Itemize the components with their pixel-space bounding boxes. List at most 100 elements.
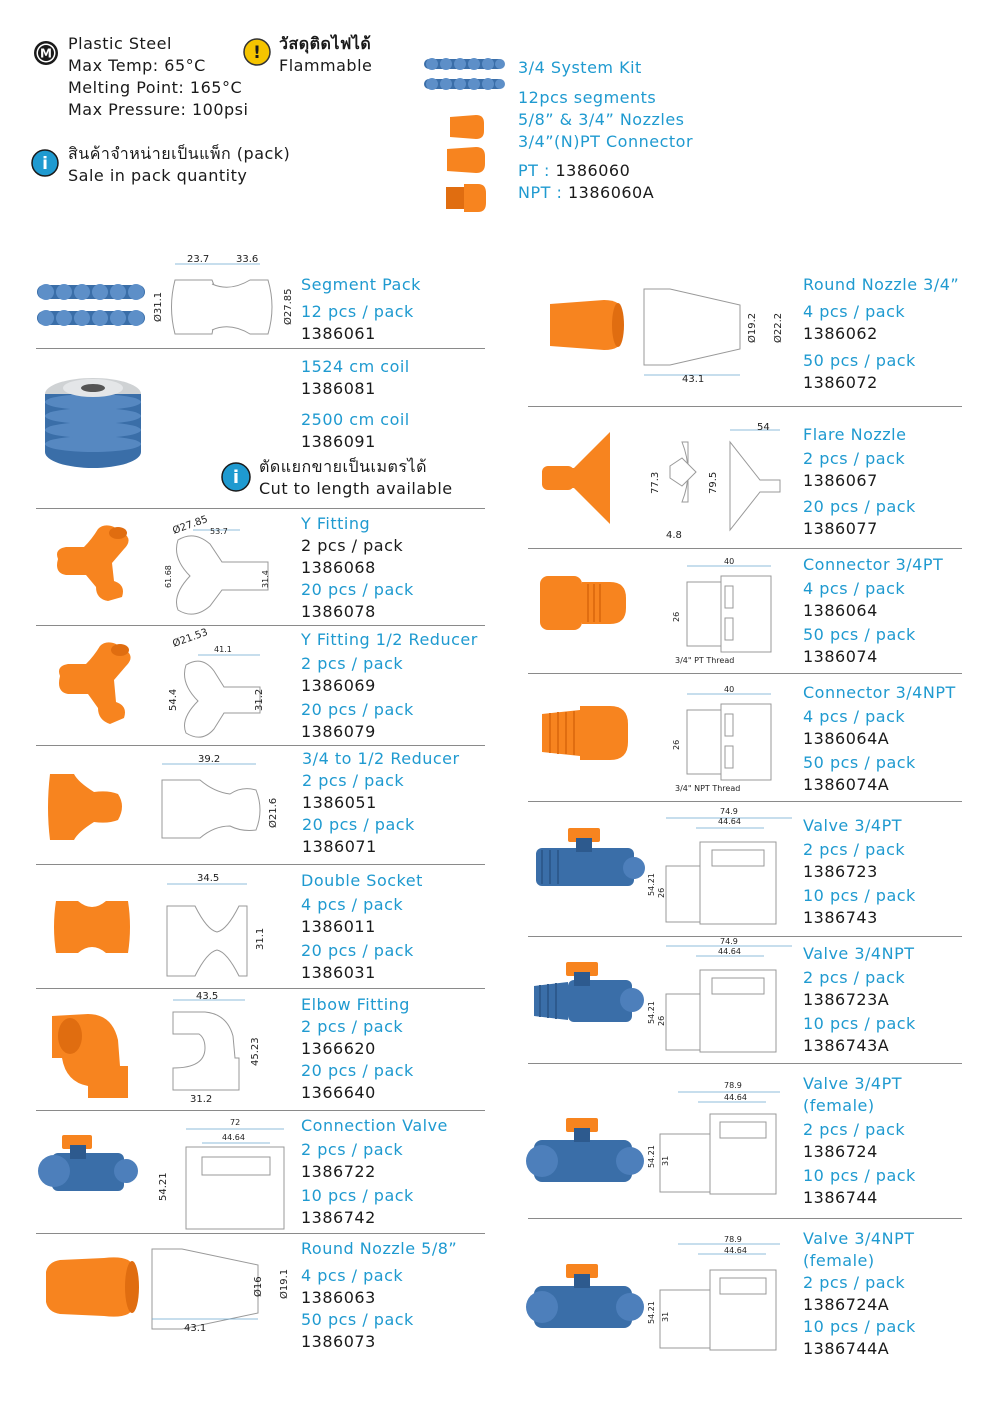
round-nozzle-58-photo [46,1257,139,1317]
entry-segment-pack: Segment Pack 12 pcs / pack 1386061 [301,274,421,345]
svg-text:54.21: 54.21 [647,873,656,896]
entry-title: Valve 3/4PT [803,1074,903,1093]
divider [528,406,962,407]
entry-title: Segment Pack [301,275,421,294]
warning-thai: วัสดุติดไฟได้ [279,34,372,53]
entry-title: Connection Valve [301,1116,448,1135]
cut-note: ตัดแยกขายเป็นเมตรได้ Cut to length avail… [259,456,453,500]
svg-text:74.9: 74.9 [720,807,738,816]
svg-text:23.7: 23.7 [187,254,209,265]
svg-text:Ø27.85: Ø27.85 [282,289,294,326]
entry-flare-nozzle: Flare Nozzle 2 pcs / pack 1386067 20 pcs… [803,424,916,540]
svg-text:i: i [42,154,48,174]
pack-qty: 10 pcs / pack [803,1014,916,1033]
pack-qty: 20 pcs / pack [803,497,916,516]
entry-title-2: 2500 cm coil [301,410,410,429]
svg-text:34.5: 34.5 [197,873,219,884]
svg-text:31: 31 [661,1156,670,1166]
svg-text:3/4" NPT Thread: 3/4" NPT Thread [675,784,740,793]
connector-pt-drawing: 40 26 3/4" PT Thread [672,557,772,665]
product-code: 1366620 [301,1039,376,1058]
entry-title: Double Socket [301,871,423,890]
valve-npt-female-photo [526,1264,644,1328]
svg-text:Ø19.2: Ø19.2 [746,313,758,343]
divider [36,625,485,626]
pack-qty: 2 pcs / pack [301,536,404,555]
svg-text:26: 26 [672,612,681,622]
svg-text:41.1: 41.1 [214,645,232,654]
svg-text:31.1: 31.1 [255,928,266,950]
divider [528,673,962,674]
entry-y-fitting-reducer: Y Fitting 1/2 Reducer 2 pcs / pack 13860… [301,629,478,743]
kit-pt-label: PT : [518,161,550,180]
kit-title: 3/4 System Kit [518,58,642,77]
svg-text:i: i [233,467,239,488]
product-code: 1386073 [301,1332,376,1351]
svg-text:43.1: 43.1 [184,1323,206,1334]
svg-text:Ø22.2: Ø22.2 [772,313,784,343]
product-code: 1386081 [301,379,376,398]
entry-connector-pt: Connector 3/4PT 4 pcs / pack 1386064 50 … [803,554,943,668]
product-code: 1386722 [301,1162,376,1181]
entry-title: Y Fitting [301,514,371,533]
flare-nozzle-drawing: 54 77.3 79.5 4.8 [650,422,781,541]
svg-text:44.64: 44.64 [724,1093,747,1102]
pack-qty: 20 pcs / pack [301,1061,414,1080]
divider [36,745,485,746]
pack-qty: 10 pcs / pack [803,1166,916,1185]
pack-qty: 10 pcs / pack [301,1186,414,1205]
svg-text:40: 40 [724,685,734,694]
round-nozzle-34-drawing: 43.1 Ø19.2 Ø22.2 [643,288,784,385]
double-socket-drawing: 34.5 31.1 [166,873,266,977]
svg-text:54.21: 54.21 [647,1301,656,1324]
divider [528,801,962,802]
warning-icon: ! [243,38,271,66]
divider [528,936,962,937]
pack-qty: 2 pcs / pack [301,1017,404,1036]
warning-text: วัสดุติดไฟได้ Flammable [279,33,372,77]
pack-qty: 2 pcs / pack [301,1140,404,1159]
pack-qty: 50 pcs / pack [803,625,916,644]
product-code: 1366640 [301,1083,376,1102]
pack-qty: 2 pcs / pack [301,654,404,673]
entry-title-suffix: (female) [803,1251,875,1270]
entry-valve-npt: Valve 3/4NPT 2 pcs / pack 1386723A 10 pc… [803,943,916,1057]
svg-text:44.64: 44.64 [718,947,741,956]
product-code: 1386074A [803,775,890,794]
svg-text:45.23: 45.23 [250,1037,261,1066]
entry-title: 1524 cm coil [301,357,410,376]
entry-y-fitting: Y Fitting 2 pcs / pack 1386068 20 pcs / … [301,513,414,623]
svg-text:M: M [40,47,52,61]
y-fitting-drawing: Ø27.85 53.7 61.68 31.4 [164,513,270,615]
product-code: 1386723 [803,862,878,881]
svg-text:31.4: 31.4 [261,570,270,588]
divider [528,1218,962,1219]
divider [36,988,485,989]
entry-title-suffix: (female) [803,1096,875,1115]
elbow-drawing: 43.5 45.23 31.2 [172,991,261,1105]
entry-title: Connector 3/4PT [803,555,944,574]
connector-pt-photo [540,576,626,630]
product-code: 1386031 [301,963,376,982]
svg-text:3/4" PT Thread: 3/4" PT Thread [675,656,734,665]
valve-npt-female-drawing: 78.9 44.64 54.21 31 [647,1235,780,1351]
svg-text:39.2: 39.2 [198,754,220,765]
valve-npt-photo [534,962,644,1022]
entry-round-nozzle-34: Round Nozzle 3/4” 4 pcs / pack 1386062 5… [803,274,959,394]
product-code: 1386744 [803,1188,878,1207]
svg-text:33.6: 33.6 [236,254,258,265]
connector-npt-drawing: 40 26 3/4" NPT Thread [672,685,772,793]
product-code: 1386068 [301,558,376,577]
product-code: 1386067 [803,471,878,490]
entry-elbow: Elbow Fitting 2 pcs / pack 1366620 20 pc… [301,994,414,1104]
info-line: Sale in pack quantity [68,166,248,185]
material-line: Max Temp: 65°C [68,56,206,75]
valve-pt-female-drawing: 78.9 44.64 54.21 31 [647,1081,780,1195]
entry-round-nozzle-58: Round Nozzle 5/8” 4 pcs / pack 1386063 5… [301,1238,457,1353]
pack-qty: 20 pcs / pack [301,700,414,719]
material-line: Max Pressure: 100psi [68,100,249,119]
info-icon: i [31,149,59,177]
pack-qty: 2 pcs / pack [302,771,405,790]
round-nozzle-34-photo [550,300,624,350]
divider [36,1233,485,1234]
